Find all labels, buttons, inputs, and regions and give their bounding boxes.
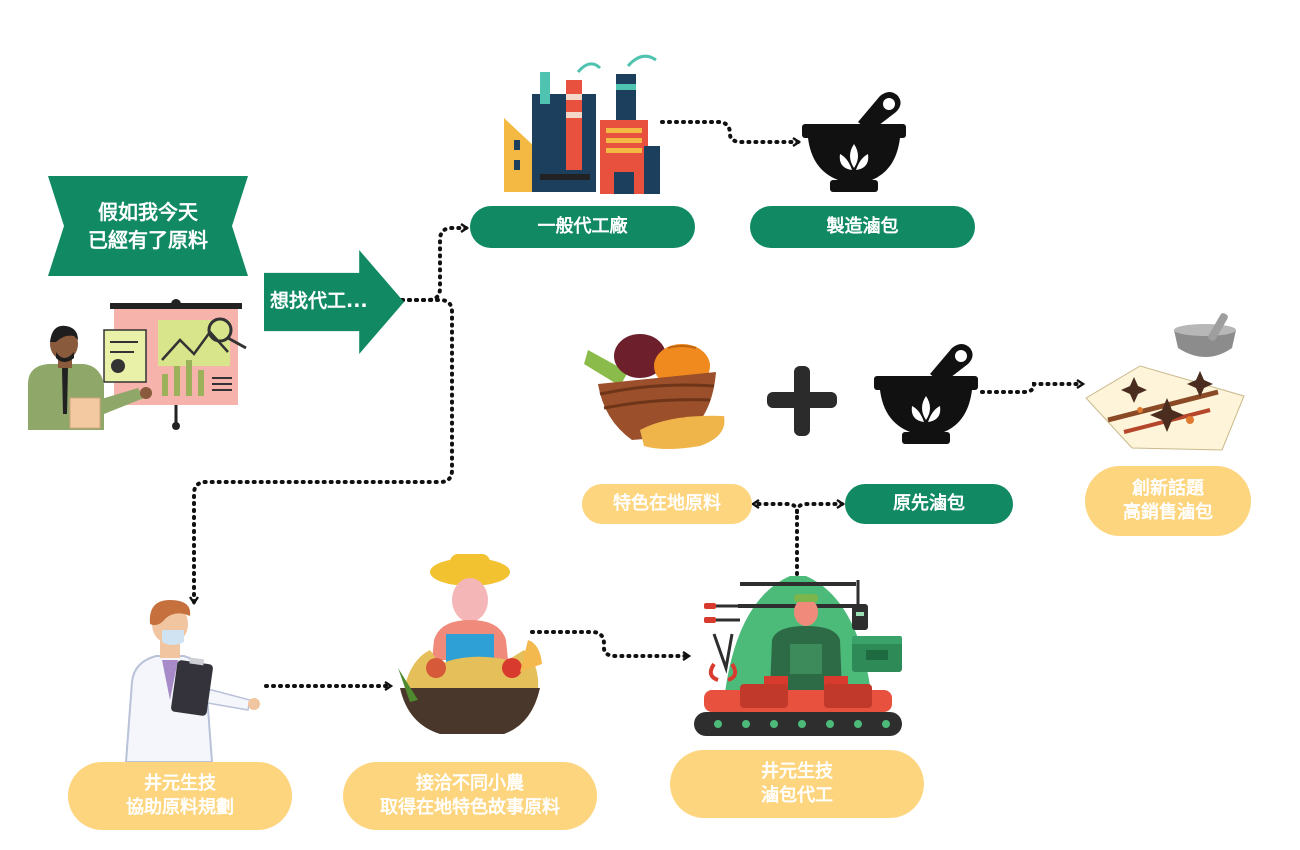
- connector-farmers-to-oem: [530, 630, 692, 661]
- connector-to-original-pack: [795, 499, 846, 514]
- oem-line-2: 滷包代工: [761, 785, 833, 806]
- planning-line-2: 協助原料規劃: [126, 797, 234, 818]
- connector-factory-to-mortar: [660, 120, 802, 147]
- premise-banner: 假如我今天 已經有了原料: [48, 176, 248, 276]
- plus-icon: [767, 366, 837, 436]
- original-pack-label: 原先滷包: [893, 492, 965, 514]
- connector-to-planning: [189, 298, 454, 606]
- factory-worker-icon: [694, 576, 902, 736]
- local-material-pill: 特色在地原料: [582, 484, 752, 524]
- connector-mortar-to-spice: [980, 379, 1086, 394]
- innovation-line-2: 高銷售滷包: [1123, 502, 1213, 523]
- farmers-line-2: 取得在地特色故事原料: [380, 797, 560, 818]
- local-material-label: 特色在地原料: [613, 492, 721, 514]
- premise-line-2: 已經有了原料: [88, 228, 208, 252]
- vegetable-basket-icon: [584, 334, 725, 449]
- businessman-presentation-icon: [28, 299, 247, 430]
- farmers-line-1: 接洽不同小農: [416, 772, 524, 794]
- mortar-pestle-icon: [802, 92, 906, 192]
- make-pack-label: 製造滷包: [826, 215, 899, 237]
- connector-to-local-material: [750, 499, 799, 514]
- spice-pack-icon: [1085, 313, 1245, 451]
- innovation-pill: 創新話題 高銷售滷包: [1085, 466, 1251, 536]
- factory-icon: [504, 54, 660, 194]
- general-factory-label: 一般代工廠: [537, 215, 628, 237]
- planning-line-1: 井元生技: [144, 772, 216, 794]
- connectors: [189, 120, 1086, 691]
- make-pack-pill: 製造滷包: [750, 206, 975, 248]
- farmers-pill: 接洽不同小農 取得在地特色故事原料: [343, 762, 597, 830]
- farmer-icon: [398, 554, 542, 734]
- connector-to-factory: [400, 223, 470, 302]
- oem-line-1: 井元生技: [761, 760, 833, 782]
- innovation-line-1: 創新話題: [1132, 477, 1204, 499]
- oem-pill: 井元生技 滷包代工: [670, 750, 924, 818]
- premise-line-1: 假如我今天: [98, 200, 198, 224]
- seek-oem-label: 想找代工...: [270, 290, 368, 312]
- mortar-pestle-icon: [874, 344, 978, 444]
- original-pack-pill: 原先滷包: [845, 484, 1013, 524]
- doctor-icon: [124, 600, 260, 763]
- planning-pill: 井元生技 協助原料規劃: [68, 762, 292, 830]
- general-factory-pill: 一般代工廠: [470, 206, 695, 248]
